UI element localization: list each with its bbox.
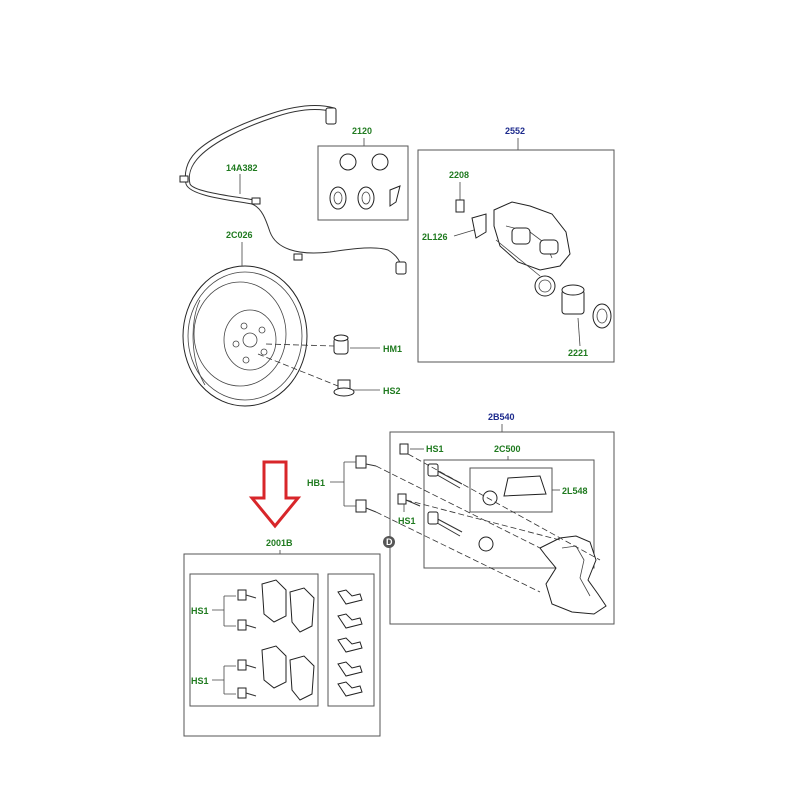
label-sensor: 14A382: [226, 163, 258, 173]
bolt-hs1-mid: [397, 493, 421, 507]
label-hs1-pads-a: HS1: [191, 606, 209, 616]
label-hs1-top: HS1: [426, 444, 444, 454]
brake-disc: [182, 265, 308, 407]
label-carrier: 2B540: [488, 412, 515, 422]
label-hm1: HM1: [383, 344, 402, 354]
hb1-bolts: [355, 455, 377, 513]
label-bleed: 2208: [449, 170, 469, 180]
carrier-bracket: [539, 535, 607, 615]
label-hb1: HB1: [307, 478, 325, 488]
d-marker: D: [383, 536, 395, 548]
bolt-hs1-top: [399, 443, 409, 455]
guide-pins: [427, 463, 498, 552]
label-hs1-pads-b: HS1: [191, 676, 209, 686]
hub-nut: [333, 334, 349, 355]
caliper-body: [493, 201, 571, 271]
pad-inner-box: [189, 573, 319, 707]
label-disc: 2C026: [226, 230, 253, 240]
svg-text:D: D: [386, 537, 393, 547]
pad-kit-box: [183, 553, 381, 737]
piston-seal: [534, 275, 556, 297]
bleed-screw: [455, 199, 465, 213]
clip-box: [327, 573, 375, 707]
seal-kit-parts: [329, 153, 401, 210]
label-hs1-mid: HS1: [398, 516, 416, 526]
pad-clips: [337, 589, 363, 697]
carrier-box: [389, 431, 615, 625]
label-slide-kit: 2C500: [494, 444, 521, 454]
disc-screw: [333, 379, 355, 397]
seal-kit-box: [317, 145, 409, 221]
down-arrow-icon: [248, 460, 302, 529]
caliper-box: [417, 149, 615, 363]
piston: [561, 284, 585, 315]
label-seal-kit: 2120: [352, 126, 372, 136]
pad-bolts: [237, 589, 257, 699]
label-bolt-caliper: 2L126: [422, 232, 448, 242]
label-grease: 2L548: [562, 486, 588, 496]
grease-pack: [503, 475, 547, 497]
label-pad-kit: 2001B: [266, 538, 293, 548]
dust-boot: [592, 303, 612, 329]
slide-kit-box: [423, 459, 595, 569]
label-caliper: 2552: [505, 126, 525, 136]
caliper-bolt: [471, 213, 487, 239]
label-piston: 2221: [568, 348, 588, 358]
label-hs2: HS2: [383, 386, 401, 396]
brake-pads: [261, 579, 315, 701]
wear-sensor-wire: [179, 105, 407, 275]
